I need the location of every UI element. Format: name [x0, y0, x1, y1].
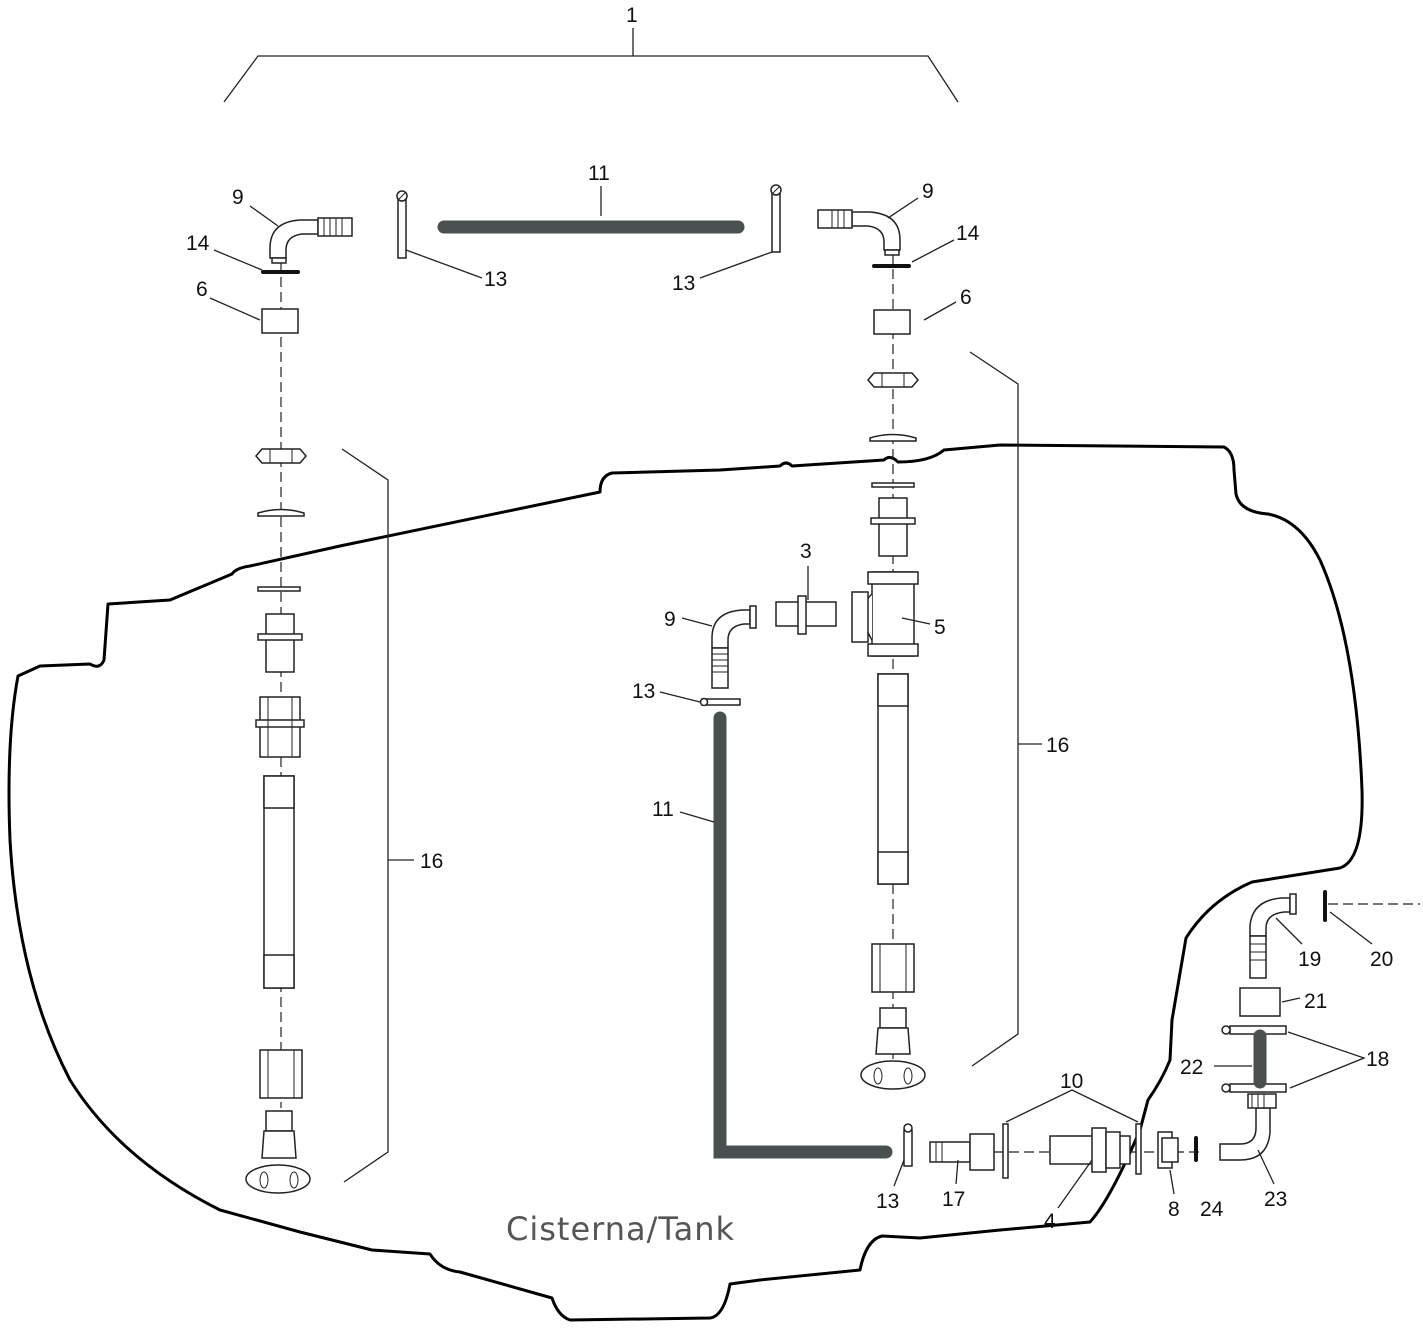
elbow-fitting-left [269, 217, 353, 264]
leader-9-mid [681, 617, 713, 627]
leader-9-left [249, 205, 279, 227]
elbow-fitting-mid [711, 605, 757, 689]
nut-left [261, 308, 299, 334]
callout-13-bottom: 13 [876, 1190, 899, 1213]
callout-14-left: 14 [186, 232, 210, 255]
tank-label: Cisterna/Tank [506, 1210, 735, 1248]
leader-13-top-right [699, 251, 773, 279]
leader-4 [1057, 1159, 1093, 1209]
elbow-fitting-19 [1249, 893, 1297, 979]
nut-21 [1239, 987, 1281, 1017]
callout-13-top-left: 13 [484, 268, 507, 291]
callout-11-mid: 11 [652, 798, 674, 821]
callout-18: 18 [1366, 1048, 1389, 1071]
callout-6-left: 6 [196, 278, 208, 301]
leader-11-mid [679, 811, 715, 823]
callout-13-mid: 13 [632, 680, 655, 703]
callout-16-right: 16 [1046, 734, 1069, 757]
leader-6-right [923, 301, 957, 321]
elbow-fitting-right [817, 209, 901, 256]
leader-5 [901, 617, 931, 625]
elbow-fitting-23 [1219, 1093, 1277, 1161]
leader-19 [1275, 917, 1303, 945]
clamp-top-left [396, 190, 408, 259]
hex-nut-right [867, 372, 919, 388]
washer-right [869, 433, 917, 442]
leader-9-right [887, 197, 919, 219]
gasket-10-right [1135, 1123, 1142, 1175]
tee-fitting [851, 571, 919, 657]
callout-9-left: 9 [232, 186, 244, 209]
coupling-left [255, 696, 305, 758]
leader-13-top-left [405, 249, 483, 279]
callout-11-top: 11 [588, 162, 610, 185]
callout-14-right: 14 [956, 222, 980, 245]
pipe-left [263, 775, 295, 989]
leader-8 [1169, 1169, 1175, 1195]
nipple-left [257, 613, 303, 673]
clamp-bottom [903, 1123, 913, 1167]
callout-1: 1 [626, 4, 638, 27]
socket-right [871, 943, 915, 993]
nut-right [873, 309, 911, 335]
gasket-10-left [1002, 1123, 1009, 1179]
callout-23: 23 [1264, 1188, 1287, 1211]
callout-17: 17 [942, 1188, 965, 1211]
hex-nut-left [255, 448, 307, 464]
nipple-3 [775, 595, 837, 635]
callout-13-top-right: 13 [672, 272, 695, 295]
leader-17 [955, 1159, 959, 1185]
callout-16-left: 16 [420, 850, 443, 873]
callout-5: 5 [934, 616, 946, 639]
locknut-8 [1157, 1131, 1179, 1169]
hose-barb-17 [929, 1133, 995, 1171]
leader-14-left [213, 249, 263, 271]
callout-24: 24 [1200, 1198, 1224, 1221]
tank-outline [7, 443, 1364, 1322]
nipple-right [870, 497, 916, 557]
leader-6-left [209, 297, 261, 321]
mid-hose [713, 711, 893, 1159]
drain-valve-left [245, 1110, 311, 1194]
callout-20: 20 [1370, 948, 1393, 971]
leader-10 [1005, 1089, 1139, 1123]
bracket-16-right [969, 351, 1019, 1067]
leader-20 [1329, 911, 1373, 945]
bracket-16-left [341, 448, 389, 1183]
clamp-top-right [770, 184, 782, 253]
clamp-18-top [1221, 1025, 1287, 1035]
leader-21 [1281, 997, 1301, 1003]
leader-13-bottom [893, 1159, 905, 1187]
socket-left [259, 1049, 303, 1099]
gasket-right [871, 482, 915, 488]
drain-valve-right [860, 1007, 926, 1090]
callout-3: 3 [800, 540, 812, 563]
leader-18 [1287, 1031, 1366, 1089]
callout-19: 19 [1298, 948, 1321, 971]
assembly-bracket [223, 55, 959, 103]
callout-9-mid: 9 [664, 608, 676, 631]
callout-4: 4 [1044, 1210, 1056, 1233]
callout-9-right: 9 [922, 180, 934, 203]
callout-21: 21 [1304, 990, 1327, 1013]
pipe-right [877, 673, 909, 885]
leader-13-mid [659, 691, 701, 703]
gasket-left [257, 586, 301, 592]
callout-8: 8 [1168, 1198, 1180, 1221]
callout-6-right: 6 [960, 286, 972, 309]
callout-10: 10 [1060, 1070, 1083, 1093]
leader-23 [1257, 1149, 1275, 1185]
leader-14-right [911, 239, 955, 263]
bulkhead-fitting-4 [1049, 1127, 1131, 1173]
washer-left [257, 508, 305, 517]
clamp-mid [699, 697, 741, 707]
clamp-18-bottom [1221, 1083, 1287, 1093]
callout-22: 22 [1180, 1056, 1203, 1079]
